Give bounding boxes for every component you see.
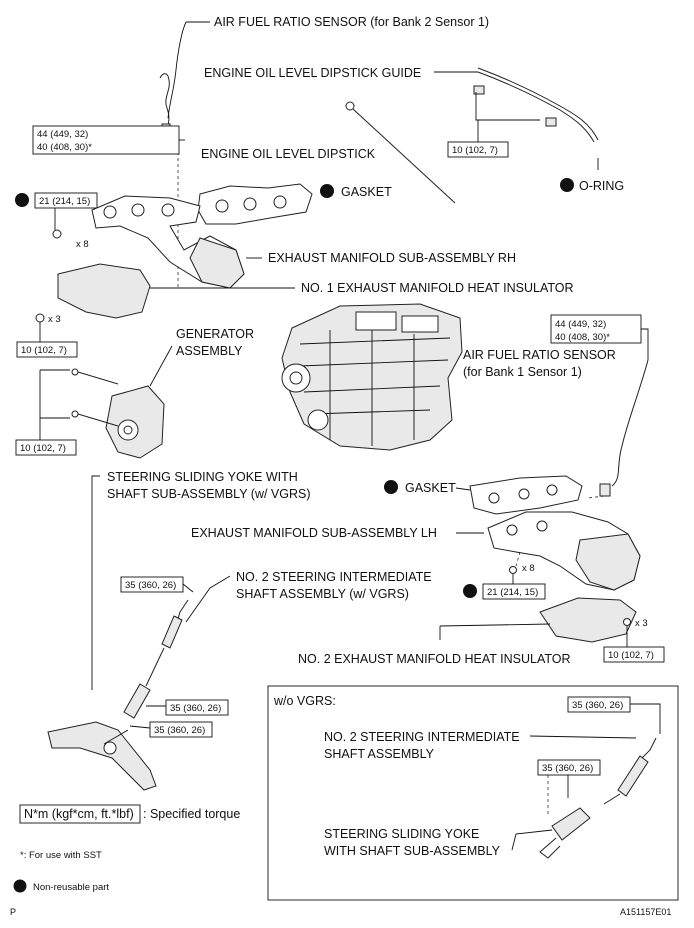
manifold-lh-torque: 21 (214, 15) [487, 587, 538, 598]
yoke-top-torque: 35 (360, 26) [125, 580, 176, 591]
legend-nonreusable: Non-reusable part [33, 882, 109, 893]
manifold-rh-label: EXHAUST MANIFOLD SUB-ASSEMBLY RH [268, 251, 516, 265]
inset-yoke-label-l1: STEERING SLIDING YOKE [324, 827, 479, 841]
af-bank1-torque-box [550, 314, 642, 344]
gasket-lh-part [469, 475, 583, 515]
yoke-low-torque-box [149, 721, 213, 738]
insulator-2-part [539, 597, 637, 643]
inset-int-label-l2: SHAFT ASSEMBLY [324, 747, 435, 761]
steering-intermediate-shaft-part [123, 599, 189, 719]
gasket-lh-nonreusable-dot [384, 480, 398, 494]
af-sensor-bank1-label-l2: (for Bank 1 Sensor 1) [463, 365, 582, 379]
generator-bolt-icon-lower [71, 410, 79, 418]
gasket-rh-part [197, 183, 313, 225]
wo-top-torque-box [567, 696, 631, 713]
insulator-1-torque: 10 (102, 7) [21, 345, 67, 356]
legend-torque-desc: : Specified torque [143, 807, 240, 821]
af-bank2-torque-l2: 40 (408, 30)* [37, 142, 92, 153]
int-shaft-label-l2: SHAFT ASSEMBLY (w/ VGRS) [236, 587, 409, 601]
manifold-rh-torque-box [34, 192, 98, 209]
yoke-label-l2: SHAFT SUB-ASSEMBLY (w/ VGRS) [107, 487, 311, 501]
wo-vgrs-inset [267, 685, 679, 901]
af-bank1-torque-l1: 44 (449, 32) [555, 319, 606, 330]
steering-gear-part [47, 721, 157, 791]
manifold-lh-label: EXHAUST MANIFOLD SUB-ASSEMBLY LH [191, 526, 437, 540]
legend-nonreusable-dot [13, 879, 27, 893]
gasket-lh-label: GASKET [405, 481, 456, 495]
figure-id: A151157E01 [620, 907, 671, 917]
yoke-label-l1: STEERING SLIDING YOKE WITH [107, 470, 298, 484]
inset-int-label-l1: NO. 2 STEERING INTERMEDIATE [324, 730, 520, 744]
insulator-1-label: NO. 1 EXHAUST MANIFOLD HEAT INSULATOR [301, 281, 574, 295]
gasket-rh-label: GASKET [341, 185, 392, 199]
int-shaft-label-l1: NO. 2 STEERING INTERMEDIATE [236, 570, 432, 584]
af-sensor-bank1-label-l1: AIR FUEL RATIO SENSOR [463, 348, 616, 362]
corner-left-mark: P [10, 907, 16, 917]
manifold-rh-torque: 21 (214, 15) [39, 196, 90, 207]
af-bank1-torque-l2: 40 (408, 30)* [555, 332, 610, 343]
ins2-bolt-count: x 3 [635, 618, 648, 629]
generator-label-l1: GENERATOR [176, 327, 254, 341]
manifold-lh-nut-icon [509, 566, 517, 574]
wo-low-torque-box [537, 759, 601, 776]
generator-bolt-icon-upper [71, 368, 79, 376]
af-sensor-bank1-part [599, 359, 649, 497]
insulator-2-bolt-icon [623, 618, 631, 626]
yoke-mid-torque: 35 (360, 26) [170, 703, 221, 714]
insulator-1-bolt-icon [35, 313, 45, 323]
insulator-1-part [57, 263, 151, 319]
oring-label: O-RING [579, 179, 624, 193]
lh-nut-count: x 8 [522, 563, 535, 574]
manifold-rh-nut-icon [52, 229, 62, 239]
dipstick-guide-label: ENGINE OIL LEVEL DIPSTICK GUIDE [204, 66, 421, 80]
manifold-rh-part [91, 195, 245, 289]
legend-sst-note: *: For use with SST [20, 850, 102, 861]
gasket-rh-nonreusable-dot [320, 184, 334, 198]
manifold-rh-nut-nonreusable-dot [15, 193, 29, 207]
inset-int-shaft-part [603, 737, 657, 805]
generator-label-l2: ASSEMBLY [176, 344, 243, 358]
dipstick-part [345, 101, 456, 204]
inset-yoke-part [539, 807, 591, 859]
manifold-lh-part [487, 511, 641, 591]
engine-assembly-image [281, 303, 463, 451]
insulator-2-label: NO. 2 EXHAUST MANIFOLD HEAT INSULATOR [298, 652, 571, 666]
wo-top-torque: 35 (360, 26) [572, 700, 623, 711]
insulator-2-torque-box [603, 646, 665, 663]
yoke-mid-torque-box [165, 699, 229, 716]
af-sensor-bank2-label: AIR FUEL RATIO SENSOR (for Bank 2 Sensor… [214, 15, 489, 29]
yoke-low-torque: 35 (360, 26) [154, 725, 205, 736]
insulator-2-torque: 10 (102, 7) [608, 650, 654, 661]
wo-low-torque: 35 (360, 26) [542, 763, 593, 774]
rh-nut-count: x 8 [76, 239, 89, 250]
inset-title: w/o VGRS: [273, 694, 336, 708]
generator-torque: 10 (102, 7) [20, 443, 66, 454]
generator-torque-box [15, 439, 77, 456]
legend-torque-unit: N*m (kgf*cm, ft.*lbf) [24, 807, 134, 821]
guide-bolt-torque: 10 (102, 7) [452, 145, 498, 156]
manifold-lh-nut-nonreusable-dot [463, 584, 477, 598]
dipstick-label: ENGINE OIL LEVEL DIPSTICK [201, 147, 376, 161]
dipstick-guide-part [473, 67, 599, 143]
legend-torque-box [19, 804, 141, 824]
generator-part [105, 385, 165, 459]
af-sensor-bank2-part [159, 21, 210, 139]
oring-nonreusable-dot [560, 178, 574, 192]
ins1-bolt-count: x 3 [48, 314, 61, 325]
insulator-1-torque-box [16, 341, 78, 358]
inset-yoke-label-l2: WITH SHAFT SUB-ASSEMBLY [324, 844, 501, 858]
af-bank2-torque-l1: 44 (449, 32) [37, 129, 88, 140]
manifold-lh-torque-box [482, 583, 546, 600]
